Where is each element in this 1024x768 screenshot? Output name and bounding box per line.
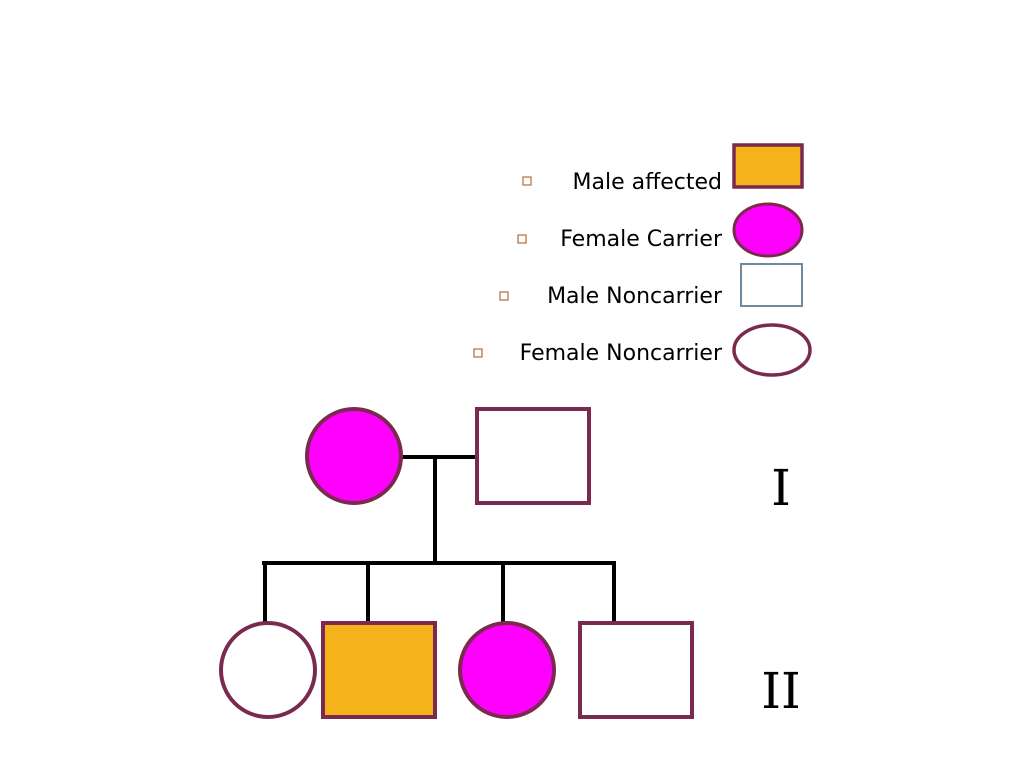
female-carrier-circle-icon [305,407,403,505]
legend-label: Female Noncarrier [520,341,723,366]
legend-label: Male affected [573,170,723,195]
female-noncarrier-circle-icon [732,323,812,377]
legend-bullet-icon [499,291,509,301]
legend-item-female-carrier: Female Carrier [517,202,804,258]
legend: Male affected Female Carrier Male Noncar… [473,143,812,377]
male-affected-square-icon [732,143,804,189]
female-noncarrier-circle-icon [219,621,317,719]
generation-label: II [761,662,801,720]
legend-item-male-affected: Male affected [522,143,804,195]
female-carrier-circle-icon [458,621,556,719]
pedigree-lines [262,455,616,625]
male-noncarrier-square-icon [475,407,591,505]
generation-i: I [305,407,791,517]
legend-label: Female Carrier [560,227,723,252]
legend-bullet-icon [522,176,532,186]
legend-label: Male Noncarrier [547,284,723,309]
legend-bullet-icon [517,234,527,244]
generation-label: I [771,459,791,517]
legend-item-male-noncarrier: Male Noncarrier [499,263,803,309]
legend-item-female-noncarrier: Female Noncarrier [473,323,812,377]
legend-bullet-icon [473,348,483,358]
male-noncarrier-square-icon [578,621,694,719]
female-carrier-circle-icon [732,202,804,258]
male-noncarrier-square-icon [740,263,803,307]
generation-ii: II [219,621,801,720]
male-affected-square-icon [321,621,437,719]
